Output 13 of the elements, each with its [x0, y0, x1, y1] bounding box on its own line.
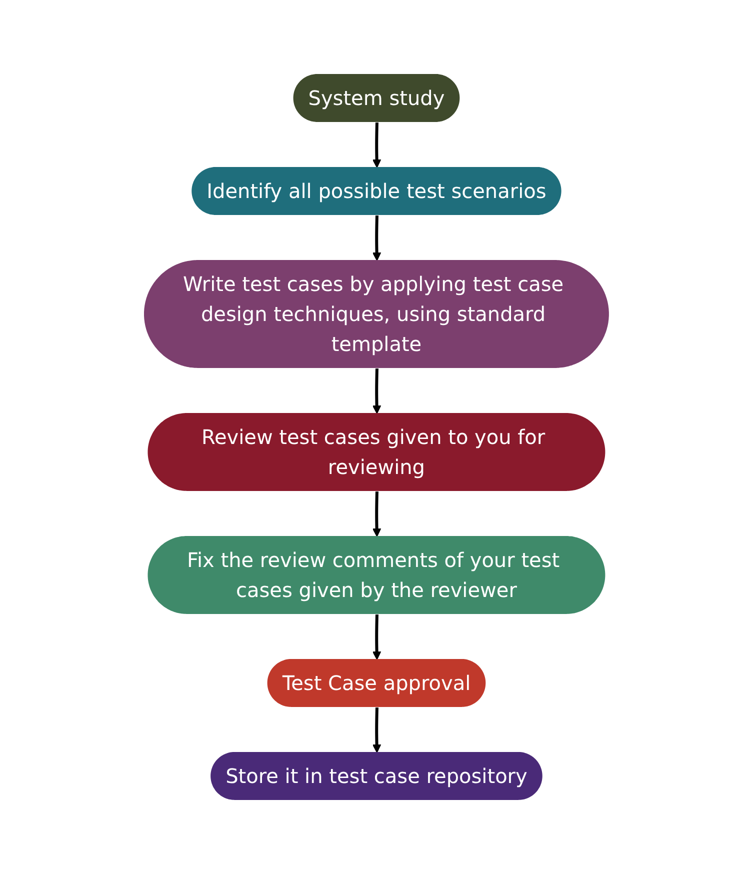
arrow — [372, 214, 381, 260]
arrow — [372, 706, 381, 752]
arrow — [372, 122, 381, 168]
node-box: Write test cases by applying test case design techniques, using standard template — [144, 260, 608, 368]
node-box: Test Case approval — [266, 658, 486, 706]
node-box: Store it in test case repository — [210, 751, 542, 800]
arrow — [372, 614, 381, 660]
node-box: System study — [292, 74, 460, 122]
arrow — [372, 490, 381, 536]
node-box: Review test cases given to you for reviewing — [147, 412, 605, 490]
arrow — [372, 368, 381, 414]
node-box: Fix the review comments of your test cases given by the reviewer — [147, 536, 605, 614]
node-box: Identify all possible test scenarios — [191, 166, 561, 214]
